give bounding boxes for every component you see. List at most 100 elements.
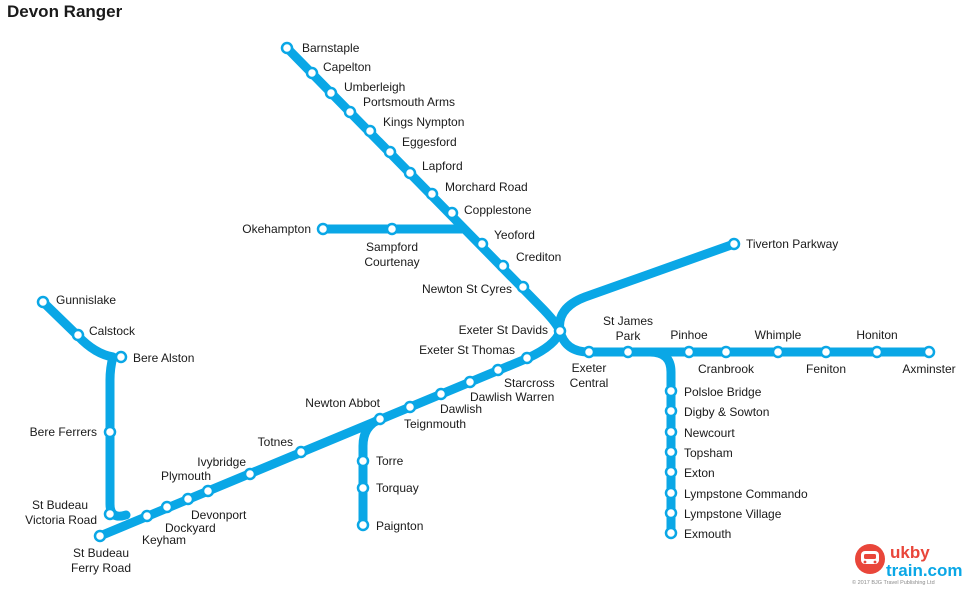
station-ivybridge[interactable] xyxy=(243,467,257,481)
station-label-dawlish: Dawlish xyxy=(440,402,482,416)
station-yeoford[interactable] xyxy=(475,237,489,251)
station-label-paignton: Paignton xyxy=(376,519,423,533)
station-dockyard[interactable] xyxy=(160,500,174,514)
station-pinhoe[interactable] xyxy=(682,345,696,359)
station-label-polsloe-bridge: Polsloe Bridge xyxy=(684,385,762,399)
station-torquay[interactable] xyxy=(356,481,370,495)
station-label-keyham: Keyham xyxy=(142,533,186,547)
station-newton-st-cyres[interactable] xyxy=(516,280,530,294)
station-label-st-budeaux-victoria-road-1: St Budeau xyxy=(32,498,88,512)
station-st-james-park[interactable] xyxy=(621,345,635,359)
station-lympstone-commando[interactable] xyxy=(664,486,678,500)
train-front-icon xyxy=(855,544,885,574)
station-digby-sowton[interactable] xyxy=(664,404,678,418)
station-label-torre: Torre xyxy=(376,454,404,468)
stations-main-southwest: Exeter St Davids Exeter St Thomas Starcr… xyxy=(71,323,567,575)
station-label-axminster: Axminster xyxy=(902,362,955,376)
station-label-sampford-courtenay-1: Sampford xyxy=(366,240,418,254)
station-label-teignmouth: Teignmouth xyxy=(404,417,466,431)
logo-text-line1: ukby xyxy=(890,543,930,562)
station-portsmouth-arms[interactable] xyxy=(343,105,357,119)
station-exmouth[interactable] xyxy=(664,526,678,540)
station-label-calstock: Calstock xyxy=(89,324,136,338)
station-label-plymouth: Plymouth xyxy=(161,469,211,483)
station-exeter-st-thomas[interactable] xyxy=(520,351,534,365)
station-morchard-road[interactable] xyxy=(425,187,439,201)
station-label-lapford: Lapford xyxy=(422,159,463,173)
station-barnstaple[interactable] xyxy=(280,41,294,55)
station-label-newton-abbot: Newton Abbot xyxy=(305,396,380,410)
station-feniton[interactable] xyxy=(819,345,833,359)
stations-tarka-line: Barnstaple Capelton Umberleigh Portsmout… xyxy=(280,41,561,296)
station-exeter-central[interactable] xyxy=(582,345,596,359)
station-paignton[interactable] xyxy=(356,518,370,532)
station-exton[interactable] xyxy=(664,465,678,479)
station-label-cranbrook: Cranbrook xyxy=(698,362,755,376)
station-eggesford[interactable] xyxy=(383,145,397,159)
station-label-digby-sowton: Digby & Sowton xyxy=(684,405,769,419)
track-avocet-line xyxy=(645,347,676,538)
station-plymouth[interactable] xyxy=(201,484,215,498)
station-st-budeaux-victoria-road[interactable] xyxy=(103,507,117,521)
station-topsham[interactable] xyxy=(664,445,678,459)
station-label-dawlish-warren: Dawlish Warren xyxy=(470,390,554,404)
station-gunnislake[interactable] xyxy=(36,295,50,309)
station-label-exeter-st-davids: Exeter St Davids xyxy=(459,323,548,337)
station-exeter-st-davids[interactable] xyxy=(553,324,567,338)
station-label-exmouth: Exmouth xyxy=(684,527,731,541)
station-whimple[interactable] xyxy=(771,345,785,359)
station-polsloe-bridge[interactable] xyxy=(664,384,678,398)
station-label-st-budeaux-victoria-road-2: Victoria Road xyxy=(25,513,97,527)
station-okehampton[interactable] xyxy=(316,222,330,236)
station-label-newton-st-cyres: Newton St Cyres xyxy=(422,282,512,296)
station-lympstone-village[interactable] xyxy=(664,506,678,520)
station-label-st-budeaux-ferry-road-2: Ferry Road xyxy=(71,561,131,575)
station-devonport[interactable] xyxy=(181,492,195,506)
station-calstock[interactable] xyxy=(71,328,85,342)
stations-okehampton-branch: Okehampton Sampford Courtenay xyxy=(242,222,419,269)
station-label-exeter-central-2: Central xyxy=(570,376,609,390)
track-paignton-branch xyxy=(358,414,385,530)
station-label-barnstaple: Barnstaple xyxy=(302,41,360,55)
station-capelton[interactable] xyxy=(305,66,319,80)
station-torre[interactable] xyxy=(356,454,370,468)
station-label-st-james-park-2: Park xyxy=(616,329,642,343)
stations-avocet-line: Polsloe Bridge Digby & Sowton Newcourt T… xyxy=(664,384,808,541)
station-starcross[interactable] xyxy=(491,363,505,377)
station-dawlish-warren[interactable] xyxy=(463,375,477,389)
logo-text-line2: train.com xyxy=(886,561,963,580)
station-tiverton-parkway[interactable] xyxy=(727,237,741,251)
station-newcourt[interactable] xyxy=(664,425,678,439)
station-label-st-budeaux-ferry-road-1: St Budeau xyxy=(73,546,129,560)
station-label-honiton: Honiton xyxy=(856,328,897,342)
station-axminster[interactable] xyxy=(922,345,936,359)
station-bere-alston[interactable] xyxy=(114,350,128,364)
station-label-crediton: Crediton xyxy=(516,250,561,264)
station-honiton[interactable] xyxy=(870,345,884,359)
station-label-pinhoe: Pinhoe xyxy=(670,328,708,342)
station-newton-abbot[interactable] xyxy=(373,412,387,426)
station-umberleigh[interactable] xyxy=(324,86,338,100)
station-label-sampford-courtenay-2: Courtenay xyxy=(364,255,419,269)
station-cranbrook[interactable] xyxy=(719,345,733,359)
station-label-whimple: Whimple xyxy=(755,328,802,342)
ukbytrain-logo[interactable]: ukby train.com © 2017 BJG Travel Publish… xyxy=(852,543,963,586)
station-keyham[interactable] xyxy=(140,509,154,523)
station-label-topsham: Topsham xyxy=(684,446,733,460)
station-teignmouth[interactable] xyxy=(403,400,417,414)
station-lapford[interactable] xyxy=(403,166,417,180)
station-totnes[interactable] xyxy=(294,445,308,459)
station-sampford-courtenay[interactable] xyxy=(385,222,399,236)
station-label-okehampton: Okehampton xyxy=(242,222,311,236)
station-kings-nympton[interactable] xyxy=(363,124,377,138)
station-copplestone[interactable] xyxy=(445,206,459,220)
station-crediton[interactable] xyxy=(496,259,510,273)
station-label-torquay: Torquay xyxy=(376,481,419,495)
station-st-budeaux-ferry-road[interactable] xyxy=(93,529,107,543)
station-label-newcourt: Newcourt xyxy=(684,426,735,440)
station-label-capelton: Capelton xyxy=(323,60,371,74)
station-label-bere-alston: Bere Alston xyxy=(133,351,194,365)
station-bere-ferrers[interactable] xyxy=(103,425,117,439)
station-dawlish[interactable] xyxy=(434,387,448,401)
station-label-kings-nympton: Kings Nympton xyxy=(383,115,464,129)
